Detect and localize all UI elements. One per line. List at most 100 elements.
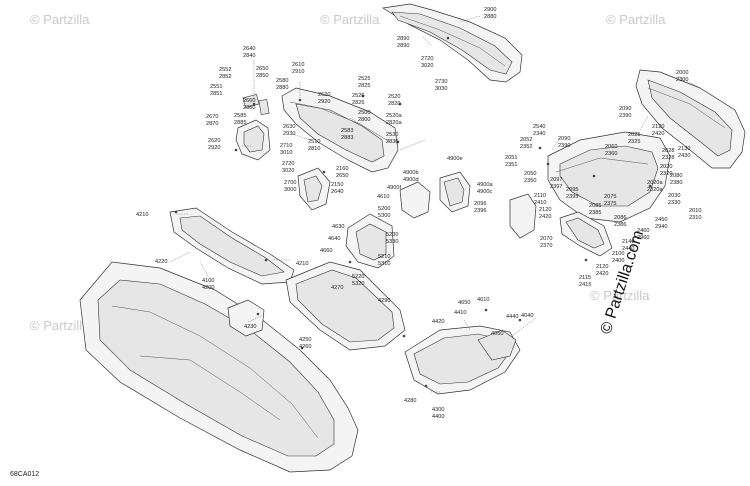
svg-text:2385: 2385 — [589, 210, 601, 216]
svg-text:2640: 2640 — [243, 46, 255, 52]
svg-text:2400: 2400 — [612, 258, 624, 264]
svg-text:2090: 2090 — [558, 136, 570, 142]
svg-text:2120: 2120 — [596, 264, 608, 270]
callout-4210: 4210 — [136, 212, 148, 218]
svg-text:2830: 2830 — [386, 139, 398, 145]
svg-text:2110: 2110 — [534, 193, 546, 199]
svg-text:2130: 2130 — [678, 146, 690, 152]
svg-text:2526: 2526 — [352, 93, 364, 99]
svg-text:2540: 2540 — [533, 124, 545, 130]
svg-text:2420: 2420 — [652, 131, 664, 137]
right-door-frame — [547, 131, 671, 223]
svg-text:2410: 2410 — [534, 200, 546, 206]
svg-text:2440: 2440 — [622, 246, 634, 252]
svg-text:2020a: 2020a — [647, 180, 663, 186]
svg-text:2890: 2890 — [397, 36, 409, 42]
svg-text:4630: 4630 — [332, 224, 344, 230]
svg-text:2090: 2090 — [619, 106, 631, 112]
svg-text:2320a: 2320a — [647, 187, 663, 193]
svg-text:2610: 2610 — [292, 62, 304, 68]
svg-text:2700: 2700 — [284, 180, 296, 186]
svg-text:2583: 2583 — [341, 128, 353, 134]
callout-4640: 4640 — [328, 236, 340, 242]
svg-text:2320: 2320 — [660, 171, 672, 177]
svg-text:2920: 2920 — [318, 99, 330, 105]
callout-4410: 4410 — [454, 310, 466, 316]
svg-text:5320: 5320 — [352, 281, 364, 287]
svg-text:2840: 2840 — [243, 53, 255, 59]
svg-text:2397: 2397 — [550, 184, 562, 190]
fastener-markers — [174, 36, 652, 388]
watermark-text: © Partzilla — [30, 12, 90, 27]
svg-text:2360: 2360 — [605, 151, 617, 157]
callout-4610a: 4610 — [377, 194, 389, 200]
left-rocker-panel — [169, 207, 295, 285]
svg-text:2880: 2880 — [484, 14, 496, 20]
svg-text:2510: 2510 — [308, 139, 320, 145]
svg-text:5330: 5330 — [386, 239, 398, 245]
svg-text:4200: 4200 — [202, 285, 214, 291]
callout-4230: 4230 — [244, 324, 256, 330]
svg-text:2850: 2850 — [256, 73, 268, 79]
svg-text:4100: 4100 — [202, 278, 214, 284]
svg-text:2650: 2650 — [336, 173, 348, 179]
svg-text:2910: 2910 — [292, 69, 304, 75]
svg-text:4400: 4400 — [432, 414, 444, 420]
callout-4900f: 4900f — [387, 185, 401, 191]
svg-text:2352: 2352 — [520, 144, 532, 150]
svg-text:4640: 4640 — [328, 236, 340, 242]
svg-text:4300: 4300 — [432, 407, 444, 413]
svg-text:2430: 2430 — [678, 153, 690, 159]
svg-text:2720: 2720 — [421, 56, 433, 62]
callout-4900e: 4900e — [447, 156, 463, 162]
svg-text:2030: 2030 — [668, 193, 680, 199]
callout-4420: 4420 — [432, 319, 444, 325]
svg-text:3030: 3030 — [435, 86, 447, 92]
watermark-text: © Partzilla — [30, 318, 90, 333]
callout-4650: 4650 — [458, 300, 470, 306]
svg-text:2720: 2720 — [282, 161, 294, 167]
svg-text:2375: 2375 — [604, 201, 616, 207]
svg-text:2525: 2525 — [358, 76, 370, 82]
center-floor-panel — [285, 261, 406, 351]
callout-4630: 4630 — [332, 224, 344, 230]
svg-text:2520: 2520 — [388, 94, 400, 100]
svg-text:4900a: 4900a — [477, 182, 493, 188]
svg-text:2520a: 2520a — [386, 113, 402, 119]
svg-text:2800: 2800 — [358, 117, 370, 123]
svg-text:2580: 2580 — [276, 78, 288, 84]
svg-text:4260: 4260 — [299, 344, 311, 350]
watermark-text: © Partzilla — [606, 12, 666, 27]
svg-text:2140: 2140 — [622, 239, 634, 245]
svg-text:2050: 2050 — [524, 171, 536, 177]
callout-4210b: 4210 — [296, 261, 308, 267]
svg-text:2025: 2025 — [628, 132, 640, 138]
svg-text:2080: 2080 — [670, 173, 682, 179]
